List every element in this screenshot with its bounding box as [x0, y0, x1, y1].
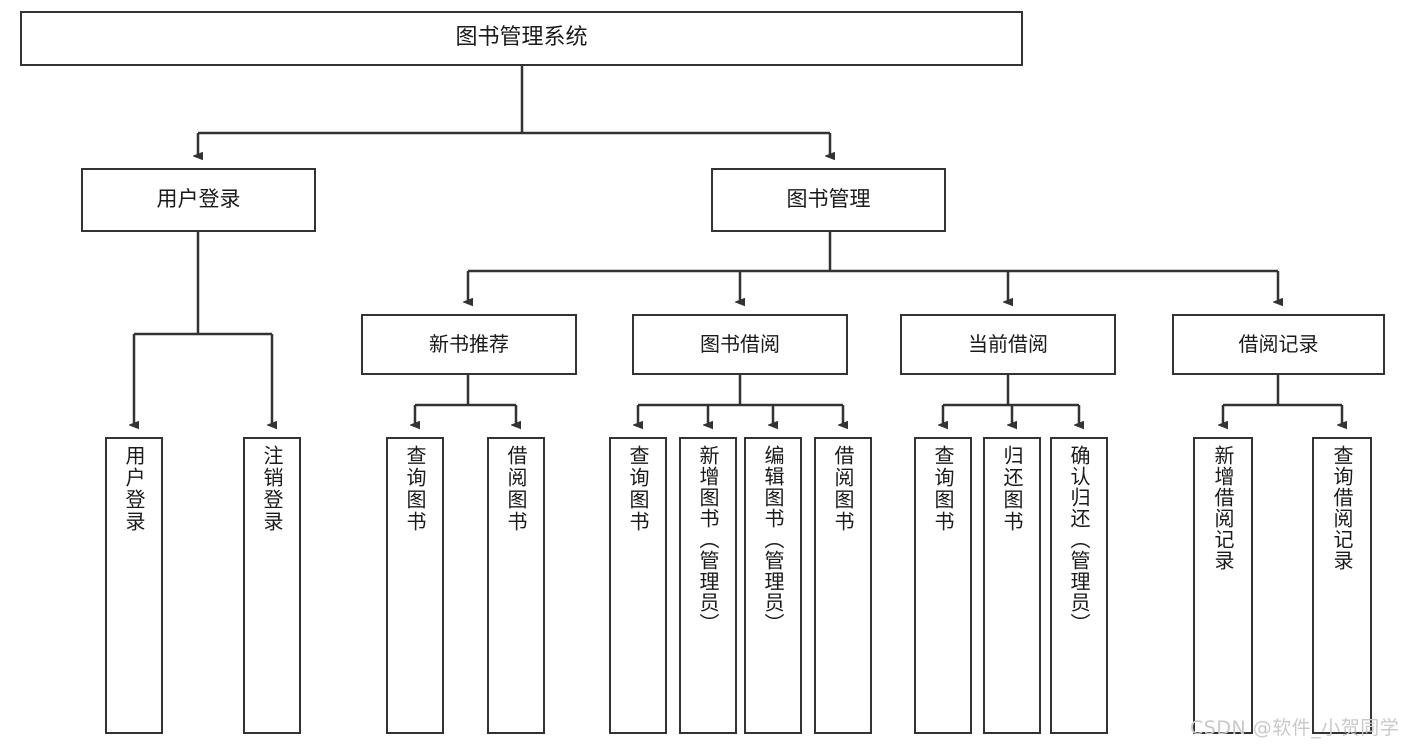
node-leaf-11-label: 新增借阅记录 [1211, 445, 1235, 571]
node-level3-0-label: 新书推荐 [429, 332, 509, 357]
node-leaf-7-label: 借阅图书 [831, 445, 855, 533]
node-leaf-2[interactable]: 查询图书 [386, 437, 444, 734]
node-leaf-0-label: 用户登录 [122, 445, 146, 533]
csdn-watermark: CSDN @软件_小贺同学 [1190, 717, 1400, 739]
node-root-label: 图书管理系统 [455, 25, 588, 51]
node-level3-1-label: 图书借阅 [700, 332, 780, 357]
node-level3-3[interactable]: 借阅记录 [1172, 314, 1385, 375]
node-leaf-12-label: 查询借阅记录 [1330, 445, 1354, 571]
node-leaf-3-label: 借阅图书 [504, 445, 528, 533]
node-leaf-12[interactable]: 查询借阅记录 [1312, 437, 1372, 734]
node-leaf-6[interactable]: 编辑图书（管理员） [744, 437, 802, 734]
node-level2-1[interactable]: 图书管理 [711, 168, 946, 232]
node-leaf-10-label: 确认归还（管理员） [1067, 445, 1091, 634]
node-leaf-0[interactable]: 用户登录 [105, 437, 163, 734]
node-leaf-1[interactable]: 注销登录 [243, 437, 301, 734]
node-level3-3-label: 借阅记录 [1238, 332, 1319, 357]
node-leaf-3[interactable]: 借阅图书 [487, 437, 545, 734]
node-leaf-6-label: 编辑图书（管理员） [761, 445, 785, 634]
node-leaf-5-label: 新增图书（管理员） [696, 445, 720, 634]
node-leaf-7[interactable]: 借阅图书 [814, 437, 872, 734]
node-leaf-9-label: 归还图书 [1000, 445, 1024, 533]
node-level3-0[interactable]: 新书推荐 [361, 314, 577, 375]
node-leaf-4-label: 查询图书 [626, 445, 650, 533]
node-level2-1-label: 图书管理 [786, 187, 871, 212]
node-level2-0[interactable]: 用户登录 [81, 168, 316, 232]
node-leaf-4[interactable]: 查询图书 [609, 437, 667, 734]
node-leaf-11[interactable]: 新增借阅记录 [1193, 437, 1253, 734]
node-leaf-10[interactable]: 确认归还（管理员） [1050, 437, 1108, 734]
node-leaf-8[interactable]: 查询图书 [914, 437, 972, 734]
node-root[interactable]: 图书管理系统 [20, 11, 1023, 66]
node-level3-2[interactable]: 当前借阅 [900, 314, 1116, 375]
node-level3-2-label: 当前借阅 [968, 332, 1048, 357]
node-leaf-8-label: 查询图书 [931, 445, 955, 533]
node-level3-1[interactable]: 图书借阅 [632, 314, 848, 375]
node-leaf-5[interactable]: 新增图书（管理员） [679, 437, 737, 734]
node-level2-0-label: 用户登录 [156, 187, 241, 212]
node-leaf-2-label: 查询图书 [403, 445, 427, 533]
node-leaf-9[interactable]: 归还图书 [983, 437, 1041, 734]
node-leaf-1-label: 注销登录 [260, 445, 284, 533]
